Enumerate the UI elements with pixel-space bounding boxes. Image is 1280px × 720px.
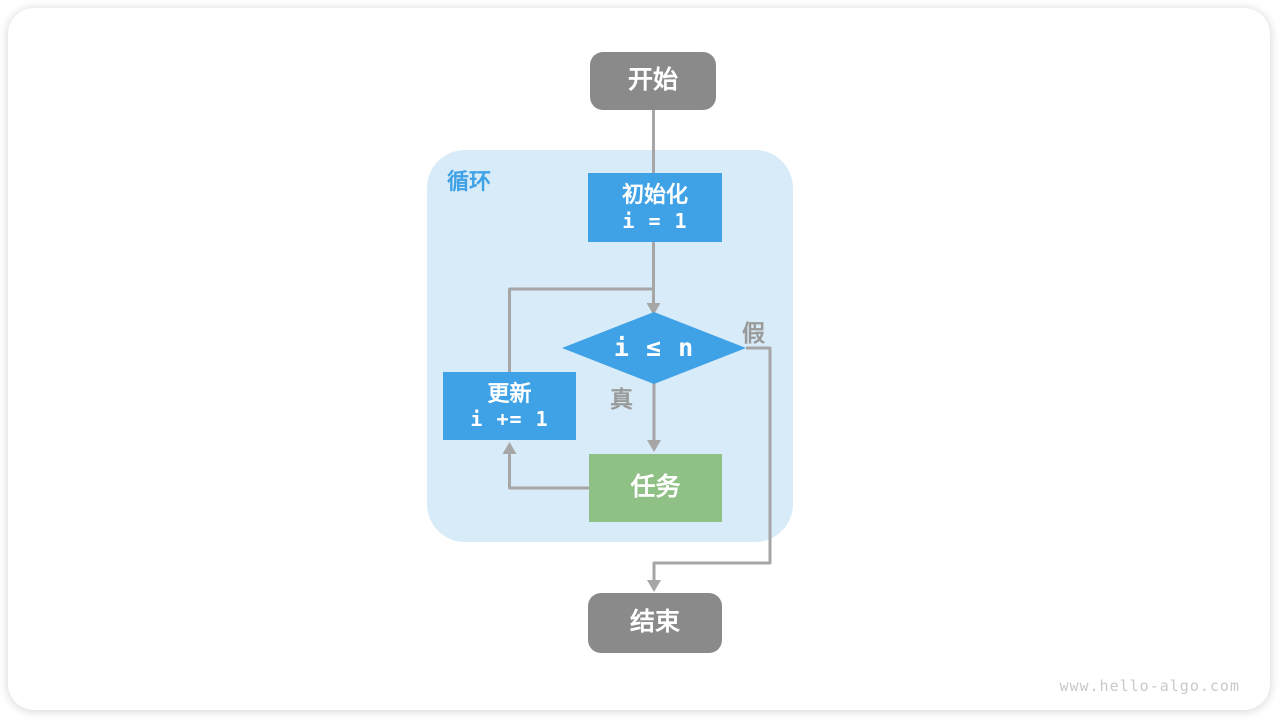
node-update-title: 更新 [487,380,532,406]
node-start: 开始 [590,52,716,110]
node-end-label: 结束 [629,608,680,637]
node-condition-label: i ≤ n [613,333,695,363]
node-update: 更新 i += 1 [443,372,576,440]
node-start-label: 开始 [627,66,678,95]
arrowhead-into-task [647,440,661,452]
node-init: 初始化 i = 1 [588,173,722,242]
edge-label-true: 真 [610,386,633,412]
edge-condition-to-end [652,346,772,581]
edge-task-to-update [508,453,590,490]
loop-container-label: 循环 [447,169,492,194]
node-task: 任务 [589,454,722,522]
arrowhead-into-end [647,580,661,592]
arrowhead-into-update [502,442,517,454]
node-task-label: 任务 [630,473,681,502]
edge-update-to-junction [508,287,654,372]
node-init-title: 初始化 [621,182,688,208]
node-end: 结束 [588,593,722,653]
edge-label-false: 假 [742,320,765,346]
node-init-code: i = 1 [622,208,688,233]
node-update-code: i += 1 [470,407,549,432]
watermark-url: www.hello-algo.com [1059,677,1240,695]
arrowhead-into-condition [646,303,661,315]
